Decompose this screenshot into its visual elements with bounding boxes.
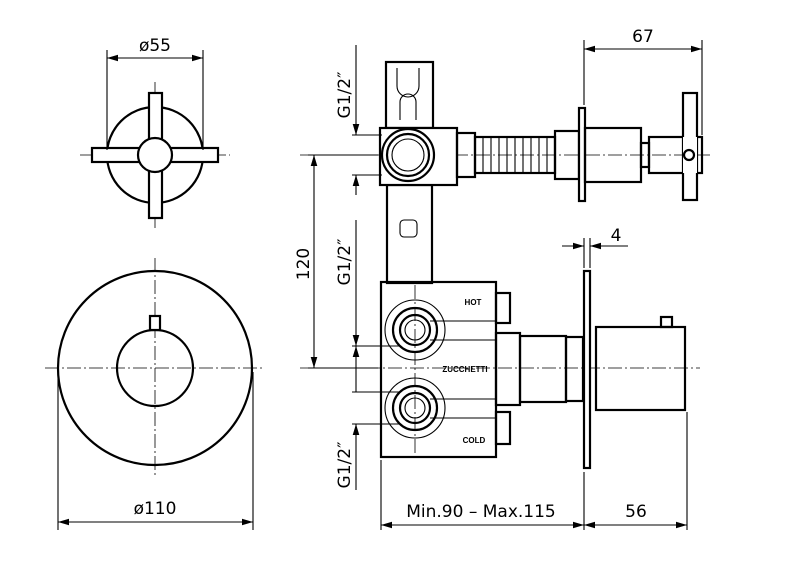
dim-thread-middle: G1/2″ [335, 239, 355, 286]
dim-center-distance: 120 [294, 248, 314, 280]
label-cold: COLD [463, 436, 486, 445]
cross-handle-front-view: ø55 [80, 36, 230, 230]
label-hot: HOT [465, 298, 482, 307]
dim-plate-thickness: 4 [611, 226, 622, 246]
dim-thread-bottom: G1/2″ [335, 442, 355, 489]
dim-body-projection: 56 [625, 502, 647, 522]
dim-handle-projection: 67 [632, 27, 654, 47]
vertical-dimensions: 120 G1/2″ G1/2″ G1/2″ [294, 45, 400, 490]
dim-handle-diameter: ø55 [139, 36, 171, 56]
dim-plate-diameter: ø110 [134, 499, 177, 519]
plate-front-view: ø110 [45, 258, 265, 530]
label-brand: ZUCCHETTI [442, 365, 487, 374]
thermostatic-body-side-view: HOT ZUCCHETTI COLD 4 Min.90 – Max.115 56 [300, 226, 700, 530]
dim-install-depth: Min.90 – Max.115 [406, 502, 556, 522]
dim-thread-top: G1/2″ [335, 72, 355, 119]
